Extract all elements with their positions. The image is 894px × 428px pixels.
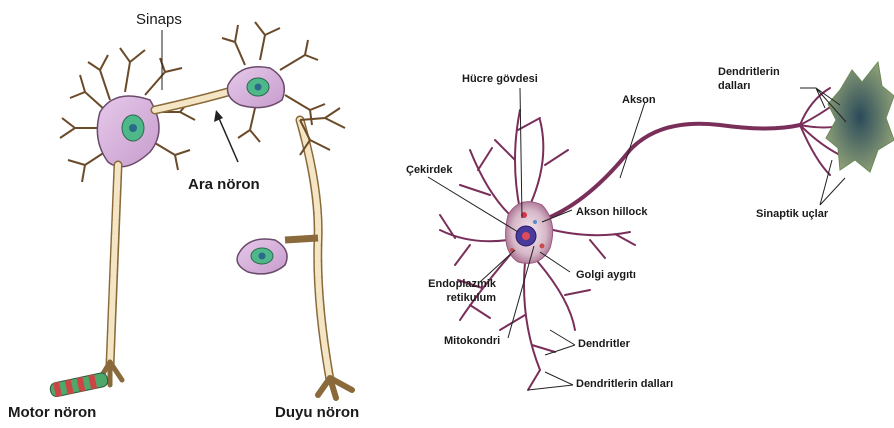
- golgi-label: Golgi aygıtı: [576, 270, 636, 281]
- axon: [548, 124, 800, 218]
- right-diagram: Hücre gövdesi Akson Dendritlerin dalları…: [400, 0, 894, 428]
- synapse-label: Sinaps: [136, 12, 182, 27]
- nucleus-label: Çekirdek: [406, 165, 452, 176]
- axon-label: Akson: [622, 95, 656, 106]
- sensory-neuron-label: Duyu nöron: [275, 405, 359, 420]
- left-diagram: Sinaps Ara nöron Motor nöron Duyu nöron: [0, 0, 400, 428]
- sensory-neuron-fiber: [300, 120, 330, 380]
- dendrites-label: Dendritler: [578, 339, 630, 350]
- muscle-fiber-icon: [49, 372, 109, 398]
- interneuron-arrow: [214, 110, 238, 162]
- interneuron-label: Ara nöron: [188, 177, 260, 192]
- cell-body-label: Hücre gövdesi: [462, 74, 538, 85]
- motor-neuron-axon: [110, 165, 118, 365]
- neuron-types-illustration: [0, 0, 400, 428]
- mitochondria-label: Mitokondri: [444, 336, 500, 347]
- motor-neuron-label: Motor nöron: [8, 405, 96, 420]
- interneuron-axon: [155, 90, 235, 110]
- synaptic-terminals-label: Sinaptik uçlar: [756, 209, 828, 220]
- axon-hillock-label: Akson hillock: [576, 207, 648, 218]
- dendrite-branches-bottom-label: Dendritlerin dalları: [576, 379, 673, 390]
- sensory-neuron-branch: [285, 238, 318, 240]
- dendrite-branches-top-label: Dendritlerin dalları: [718, 66, 808, 94]
- target-cell: [826, 62, 894, 172]
- endoplasmic-reticulum-label: Endoplazmik retikulum: [416, 278, 496, 306]
